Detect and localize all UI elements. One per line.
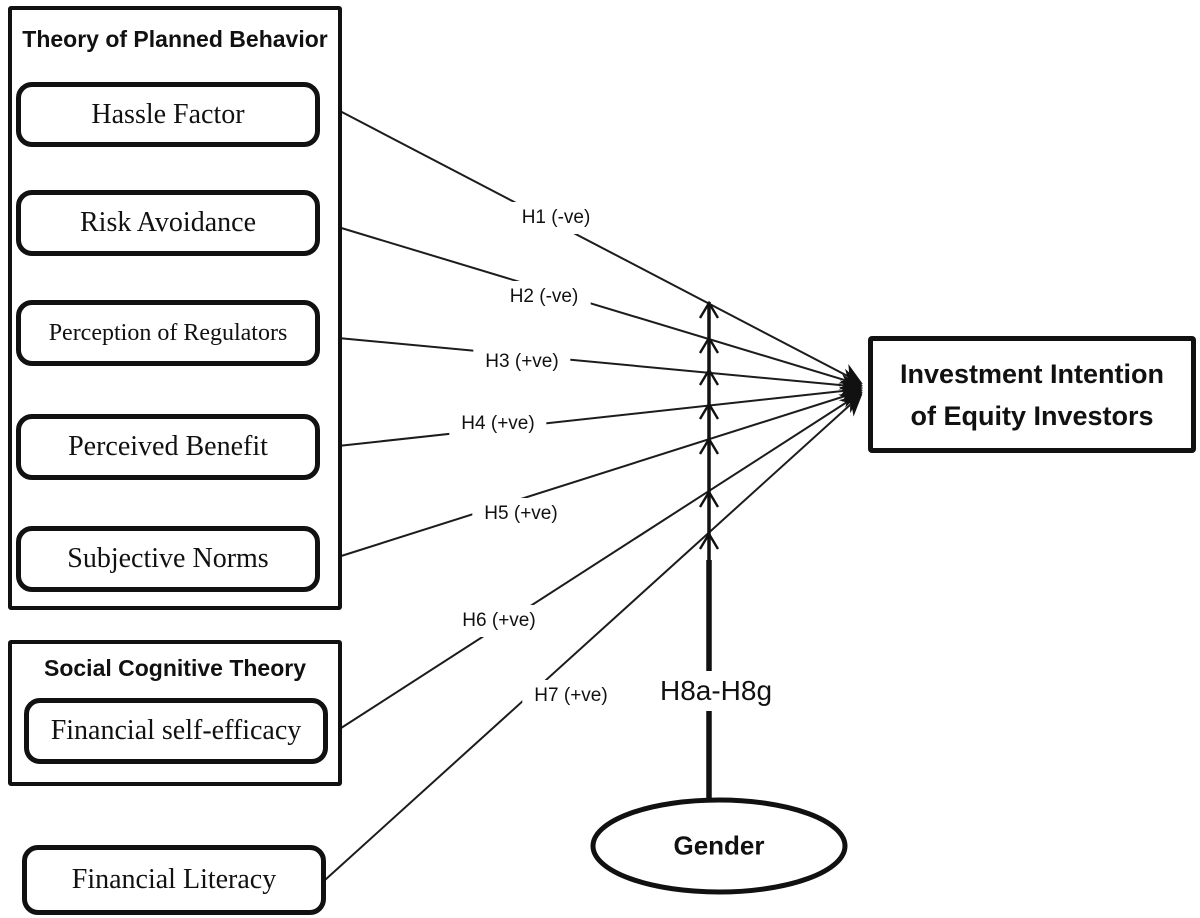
hypothesis-label-h6: H6 (+ve) [450, 605, 548, 637]
construct-box-perception-of-regulators: Perception of Regulators [16, 300, 320, 366]
construct-box-hassle-factor: Hassle Factor [16, 82, 320, 147]
construct-label-hassle-factor: Hassle Factor [91, 98, 245, 130]
hypothesis-path-h2 [337, 226, 863, 390]
hypothesis-path-h1 [337, 109, 863, 384]
construct-label-perception-of-regulators: Perception of Regulators [48, 319, 288, 346]
hypothesis-path-h3 [337, 337, 863, 397]
hypothesis-label-h4: H4 (+ve) [449, 408, 547, 440]
construct-label-perceived-benefit: Perceived Benefit [68, 431, 268, 462]
moderator-ellipse [590, 797, 848, 895]
construct-box-subjective-norms: Subjective Norms [16, 526, 320, 592]
moderation-range-label: H8a-H8g [645, 671, 787, 711]
sct-group-title: Social Cognitive Theory [44, 655, 306, 681]
moderation-arrowheads [698, 300, 720, 550]
construct-label-financial-literacy: Financial Literacy [71, 864, 277, 895]
moderation-arrowhead-h8c [698, 367, 720, 386]
construct-box-financial-self-efficacy: Financial self-efficacy [24, 698, 328, 764]
hypothesis-label-h1: H1 (-ve) [509, 202, 603, 234]
construct-label-financial-self-efficacy: Financial self-efficacy [50, 715, 302, 746]
hypothesis-label-h2: H2 (-ve) [497, 281, 591, 313]
hypothesis-path-h7 [324, 393, 863, 881]
moderator-label-gender: Gender [673, 830, 765, 861]
construct-label-subjective-norms: Subjective Norms [67, 543, 269, 574]
outcome-label-line2: of Equity Investors [910, 400, 1154, 431]
moderation-arrowhead-h8g [698, 531, 720, 550]
moderation-arrowhead-h8a [698, 300, 720, 319]
moderation-arrowhead-h8f [698, 489, 720, 508]
hypothesis-path-h6 [337, 391, 863, 731]
hypothesis-path-h4 [337, 380, 863, 447]
construct-box-perceived-benefit: Perceived Benefit [16, 414, 320, 480]
construct-box-financial-literacy: Financial Literacy [22, 845, 326, 915]
hypothesis-label-h5: H5 (+ve) [472, 498, 570, 530]
moderation-arrowhead-h8d [698, 401, 720, 420]
hypothesis-label-h3: H3 (+ve) [473, 346, 571, 378]
hypothesis-label-h7: H7 (+ve) [522, 680, 620, 712]
outcome-label-line1: Investment Intention [899, 358, 1164, 389]
construct-box-risk-avoidance: Risk Avoidance [16, 190, 320, 256]
moderation-arrowhead-h8b [698, 335, 720, 354]
hypothesis-path-h5 [337, 386, 863, 558]
tpb-group-title: Theory of Planned Behavior [22, 26, 328, 52]
moderation-arrowhead-h8e [698, 436, 720, 455]
construct-label-risk-avoidance: Risk Avoidance [79, 207, 256, 238]
outcome-box-investment-intention: Investment Intention of Equity Investors [868, 336, 1196, 453]
